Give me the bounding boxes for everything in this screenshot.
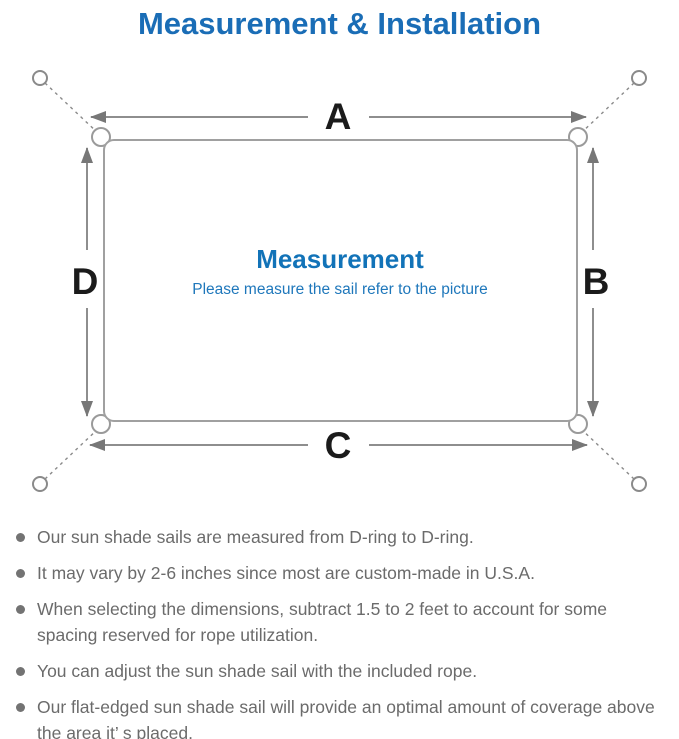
bullet-icon	[16, 533, 25, 542]
anchor-points	[32, 70, 647, 492]
list-item: Our sun shade sails are measured from D-…	[0, 524, 679, 550]
bullet-icon	[16, 569, 25, 578]
dim-label-c: C	[325, 425, 352, 466]
bullet-icon	[16, 605, 25, 614]
note-text: When selecting the dimensions, subtract …	[37, 599, 608, 645]
anchor-point-icon	[631, 476, 647, 492]
rope-top-left	[44, 82, 100, 135]
list-item: You can adjust the sun shade sail with t…	[0, 658, 679, 684]
shade-sail-outline	[103, 139, 578, 422]
note-text: It may vary by 2-6 inches since most are…	[37, 563, 535, 583]
rope-bottom-right	[579, 427, 635, 480]
diagram-center-subtitle: Please measure the sail refer to the pic…	[192, 281, 488, 298]
page-title: Measurement & Installation	[137, 6, 542, 41]
note-text: You can adjust the sun shade sail with t…	[37, 661, 478, 681]
notes-list: Our sun shade sails are measured from D-…	[0, 524, 679, 739]
anchor-ropes	[44, 82, 635, 480]
anchor-point-icon	[32, 70, 48, 86]
dim-label-d: D	[72, 261, 99, 302]
anchor-point-icon	[32, 476, 48, 492]
bullet-icon	[16, 703, 25, 712]
sail-measurement-diagram: A B C D Measurement Please measure the s…	[0, 60, 679, 515]
note-text: Our sun shade sails are measured from D-…	[37, 527, 474, 547]
dim-label-b: B	[583, 261, 610, 302]
bullet-icon	[16, 667, 25, 676]
sail-diagram-svg: A B C D Measurement Please measure the s…	[32, 70, 647, 492]
anchor-point-icon	[631, 70, 647, 86]
list-item: It may vary by 2-6 inches since most are…	[0, 560, 679, 586]
dim-label-a: A	[325, 96, 352, 137]
list-item: Our flat-edged sun shade sail will provi…	[0, 694, 679, 739]
list-item: When selecting the dimensions, subtract …	[0, 596, 679, 648]
d-ring-icon	[91, 414, 111, 434]
note-text: Our flat-edged sun shade sail will provi…	[37, 697, 655, 739]
diagram-center-title: Measurement	[256, 244, 424, 274]
rope-bottom-left	[44, 427, 100, 480]
rope-top-right	[579, 82, 635, 135]
d-ring-icon	[91, 127, 111, 147]
